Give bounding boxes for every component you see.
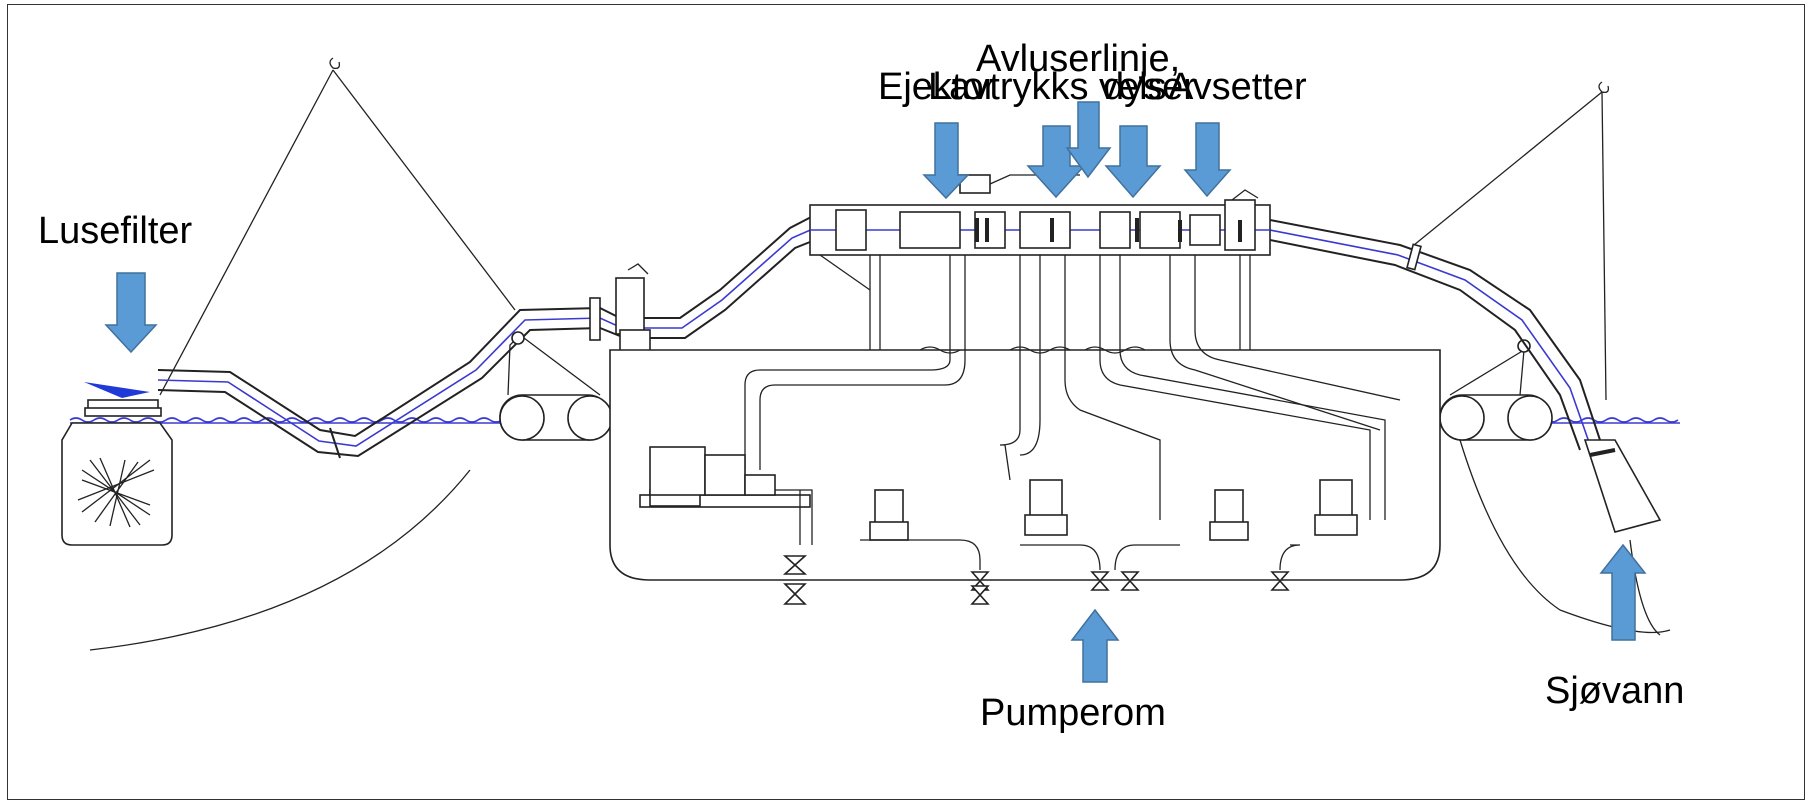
arrow-lusefilter bbox=[104, 272, 158, 354]
pump-room bbox=[609, 255, 1441, 605]
arrow-pumperom bbox=[1070, 608, 1120, 683]
label-dyser: dyser bbox=[1103, 66, 1196, 108]
label-lusefilter: Lusefilter bbox=[38, 210, 193, 252]
arrow-sjovann bbox=[1599, 543, 1647, 641]
lice-filter bbox=[61, 382, 173, 546]
label-pumperom: Pumperom bbox=[980, 692, 1166, 734]
label-sjovann: Sjøvann bbox=[1545, 670, 1685, 712]
diagram-frame bbox=[7, 4, 1805, 800]
arrow-ejektor bbox=[922, 122, 970, 200]
indicator-arrows bbox=[104, 101, 1647, 683]
inlet-pipe bbox=[157, 214, 816, 459]
lifting-wires bbox=[159, 57, 1610, 401]
left-float bbox=[499, 331, 613, 441]
ejector-assembly bbox=[809, 174, 1271, 350]
label-avsetter: Avsetter bbox=[1168, 66, 1307, 108]
right-float bbox=[1439, 339, 1553, 441]
arrow-avsetter bbox=[1183, 122, 1232, 198]
filter-outlet-cone bbox=[84, 382, 150, 398]
label-ejektor: Ejektor bbox=[878, 66, 997, 108]
outlet-pipe bbox=[1269, 219, 1662, 533]
arrow-avluserlinje bbox=[1065, 101, 1112, 179]
arrow-lavtrykk bbox=[1026, 125, 1086, 199]
label-lavtrykk: Lavtrykks vels bbox=[928, 66, 1167, 108]
arrow-dyser bbox=[1104, 125, 1162, 199]
label-avluserlinje: Avluserlinje, bbox=[976, 38, 1181, 80]
